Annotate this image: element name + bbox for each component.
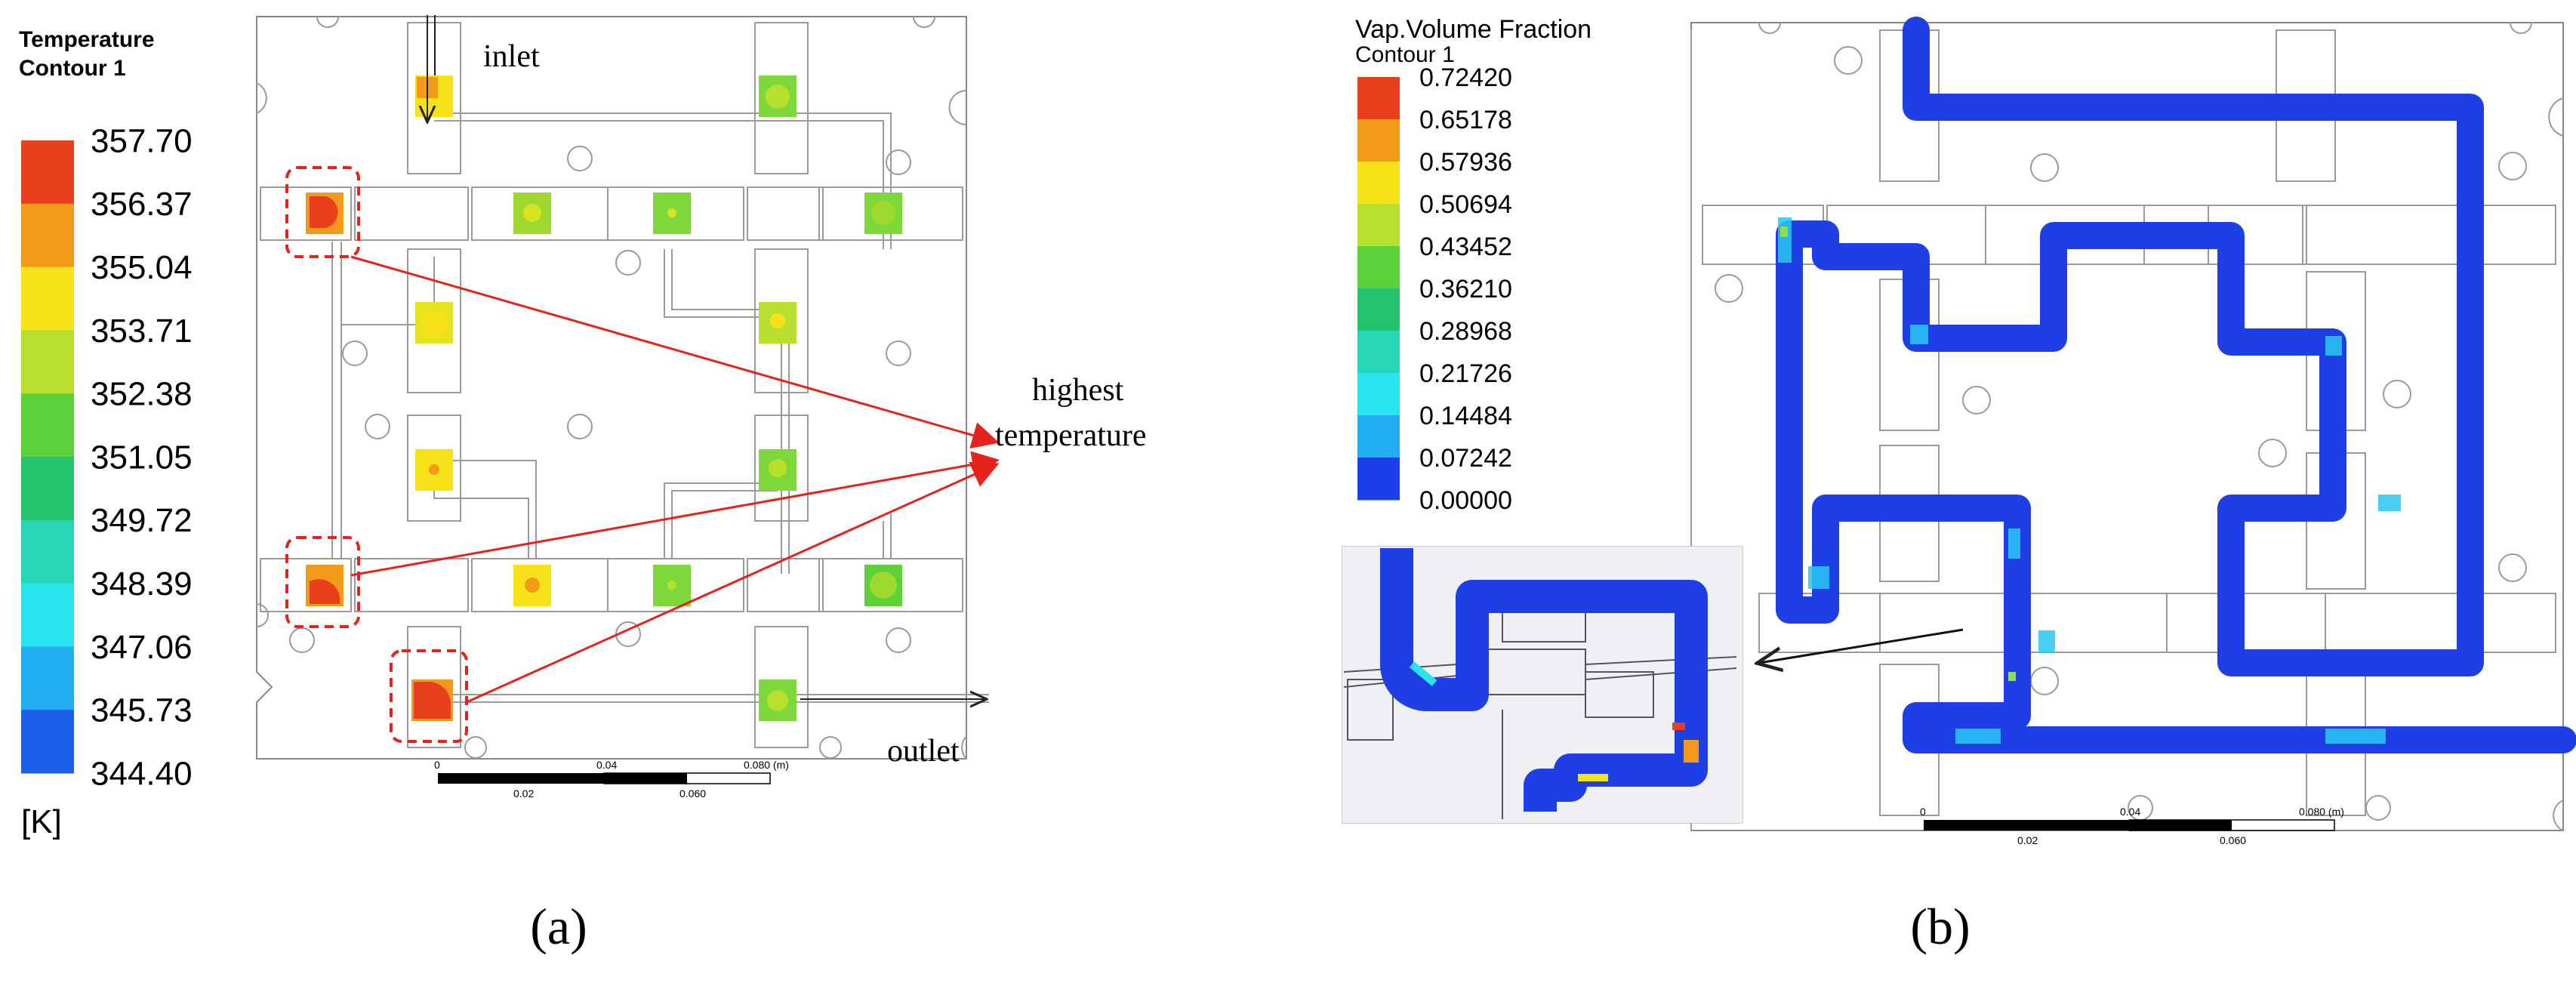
- legend-band: [21, 203, 74, 268]
- legend-band: [21, 267, 74, 331]
- chip-hot-1: [306, 193, 344, 234]
- legend-band: [1357, 331, 1400, 374]
- legend-b-title-2: Contour 1: [1355, 42, 1455, 67]
- chip-hot-3: [411, 679, 453, 721]
- legend-a-colorbar: [21, 140, 74, 774]
- legend-band: [1357, 458, 1400, 501]
- legend-a-unit: [K]: [21, 803, 62, 840]
- highest-label-1: highest: [1032, 373, 1124, 408]
- legend-tick-label: 0.07242: [1419, 444, 1512, 473]
- vapor-patches: [1778, 217, 2401, 744]
- flow-arrows-a: [427, 15, 985, 699]
- chip-hot-2: [306, 565, 344, 606]
- legend-b-ticks: 0.72420 0.65178 0.57936 0.50694 0.43452 0.362…: [1419, 63, 1512, 515]
- legend-tick-label: 0.28968: [1419, 317, 1512, 346]
- svg-text:0.080 (m): 0.080 (m): [744, 759, 789, 771]
- legend-tick-label: 351.05: [91, 439, 193, 476]
- vapor-spots: [1780, 226, 2016, 681]
- inset-pointer: [1759, 628, 1964, 663]
- legend-tick-label: 348.39: [91, 565, 193, 602]
- legend-tick-label: 344.40: [91, 755, 193, 792]
- caption-a: (a): [530, 898, 587, 955]
- caption-b: (b): [1910, 898, 1970, 955]
- svg-text:0.060: 0.060: [679, 787, 706, 800]
- legend-tick-label: 357.70: [91, 122, 193, 159]
- panel-b: Vap.Volume Fraction Contour 1 0.72420 0.6…: [1342, 15, 2576, 955]
- scale-bar-b: 0 0.04 0.080 (m) 0.02 0.060: [1920, 806, 2344, 846]
- legend-a-title-2: Contour 1: [19, 56, 126, 81]
- legend-tick-label: 356.37: [91, 186, 193, 223]
- svg-text:0: 0: [1920, 806, 1926, 818]
- chip-top-right: [759, 75, 797, 117]
- legend-tick-label: 0.57936: [1419, 148, 1512, 177]
- legend-band: [1357, 204, 1400, 247]
- legend-band: [21, 140, 74, 205]
- hot-spot-highlights: [285, 166, 468, 743]
- legend-b-title-1: Vap.Volume Fraction: [1355, 15, 1592, 44]
- legend-tick-label: 0.00000: [1419, 486, 1512, 515]
- legend-tick-label: 355.04: [91, 249, 193, 286]
- chip-inlet: [415, 75, 453, 117]
- svg-text:0.080 (m): 0.080 (m): [2299, 806, 2344, 818]
- panel-a: Temperature Contour 1 357.70 356.37 355.04…: [19, 15, 1147, 955]
- inset-zoom: [1342, 546, 1743, 824]
- legend-tick-label: 349.72: [91, 502, 193, 539]
- svg-text:0: 0: [434, 759, 440, 771]
- legend-tick-label: 347.06: [91, 629, 193, 666]
- svg-text:0.04: 0.04: [2120, 806, 2140, 818]
- legend-a-ticks: 357.70 356.37 355.04 353.71 352.38 351.05 349.…: [91, 122, 193, 792]
- plate-outline-b: [1690, 22, 2564, 831]
- legend-tick-label: 0.72420: [1419, 63, 1512, 92]
- legend-tick-label: 345.73: [91, 692, 193, 729]
- legend-band: [21, 393, 74, 458]
- legend-tick-label: 353.71: [91, 313, 193, 350]
- legend-band: [1357, 288, 1400, 331]
- legend-a-title-1: Temperature: [19, 27, 155, 52]
- legend-band: [1357, 246, 1400, 289]
- legend-tick-label: 0.65178: [1419, 106, 1512, 134]
- legend-band: [21, 710, 74, 774]
- legend-tick-label: 0.14484: [1419, 402, 1512, 430]
- legend-band: [21, 519, 74, 584]
- legend-tick-label: 0.36210: [1419, 275, 1512, 304]
- legend-b-colorbar: [1357, 77, 1400, 501]
- legend-band: [21, 646, 74, 710]
- svg-text:0.02: 0.02: [513, 787, 534, 800]
- legend-band: [1357, 162, 1400, 205]
- legend-band: [21, 583, 74, 647]
- svg-text:0.060: 0.060: [2220, 834, 2246, 846]
- legend-tick-label: 0.21726: [1419, 359, 1512, 388]
- legend-band: [1357, 77, 1400, 120]
- svg-text:0.04: 0.04: [596, 759, 617, 771]
- legend-band: [21, 330, 74, 394]
- legend-band: [1357, 373, 1400, 416]
- highest-temperature-arrows: [350, 255, 1000, 704]
- legend-band: [1357, 415, 1400, 458]
- scale-bar-a: 0 0.04 0.080 (m) 0.02 0.060: [434, 759, 789, 800]
- outlet-label: outlet: [887, 734, 960, 769]
- legend-tick-label: 352.38: [91, 376, 193, 413]
- inlet-label: inlet: [483, 39, 540, 74]
- highest-label-2: temperature: [995, 418, 1147, 453]
- legend-band: [1357, 119, 1400, 162]
- legend-tick-label: 0.43452: [1419, 233, 1512, 261]
- plate-outline-a: [256, 16, 967, 760]
- legend-band: [21, 457, 74, 521]
- legend-tick-label: 0.50694: [1419, 190, 1512, 219]
- svg-text:0.02: 0.02: [2017, 834, 2038, 846]
